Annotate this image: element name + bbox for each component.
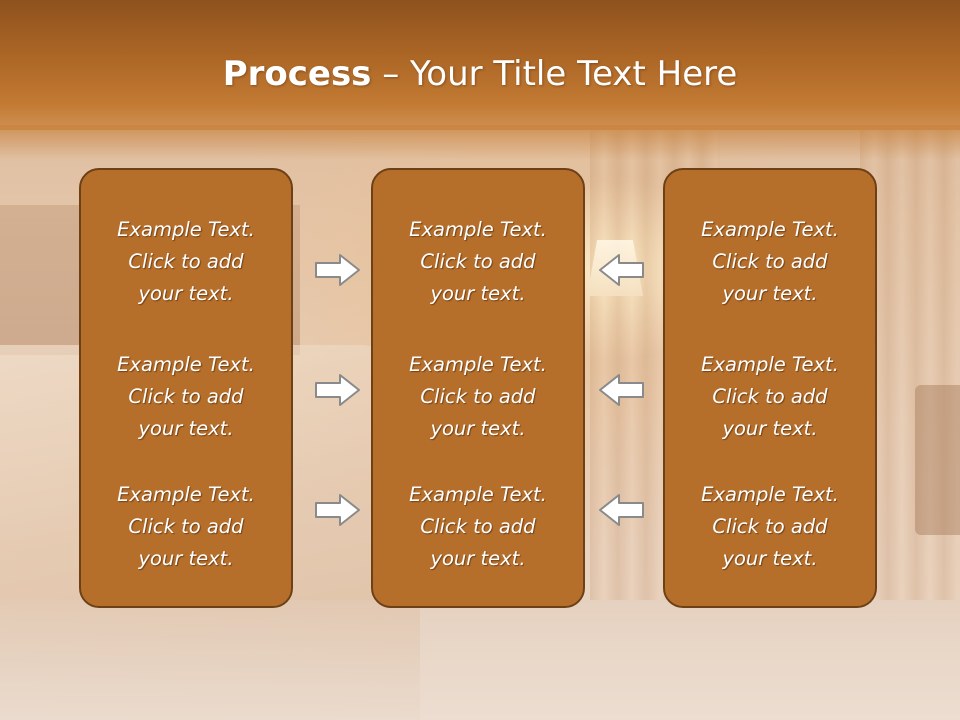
text-line: Click to add <box>420 385 536 408</box>
text-line: your text. <box>430 417 526 440</box>
text-line: Example Text. <box>701 218 839 241</box>
text-line: your text. <box>722 417 818 440</box>
text-line: your text. <box>138 547 234 570</box>
text-placeholder[interactable]: Example Text. Click to add your text. <box>81 349 291 445</box>
text-placeholder[interactable]: Example Text. Click to add your text. <box>665 349 875 445</box>
text-line: Example Text. <box>409 483 547 506</box>
text-line: Example Text. <box>117 353 255 376</box>
text-line: your text. <box>722 282 818 305</box>
text-line: your text. <box>138 282 234 305</box>
text-line: your text. <box>722 547 818 570</box>
slide-title[interactable]: Process – Your Title Text Here <box>0 52 960 96</box>
arrow-left-icon <box>597 252 645 288</box>
text-line: Click to add <box>712 385 828 408</box>
text-line: Example Text. <box>409 353 547 376</box>
chair-shape <box>915 385 960 535</box>
text-placeholder[interactable]: Example Text. Click to add your text. <box>81 479 291 575</box>
text-line: Click to add <box>128 385 244 408</box>
arrow-left-icon <box>597 492 645 528</box>
text-line: your text. <box>138 417 234 440</box>
process-box-center[interactable]: Example Text. Click to add your text. Ex… <box>371 168 585 608</box>
process-box-left[interactable]: Example Text. Click to add your text. Ex… <box>79 168 293 608</box>
text-line: Example Text. <box>409 218 547 241</box>
text-line: Example Text. <box>117 483 255 506</box>
arrow-right-icon <box>314 492 362 528</box>
arrow-left-icon <box>597 372 645 408</box>
text-line: Click to add <box>420 515 536 538</box>
text-line: Click to add <box>712 250 828 273</box>
arrow-right-icon <box>314 252 362 288</box>
title-bar-fade <box>0 125 960 160</box>
text-line: Click to add <box>128 250 244 273</box>
process-box-right[interactable]: Example Text. Click to add your text. Ex… <box>663 168 877 608</box>
text-placeholder[interactable]: Example Text. Click to add your text. <box>373 214 583 310</box>
text-line: your text. <box>430 547 526 570</box>
text-line: Example Text. <box>701 483 839 506</box>
text-placeholder[interactable]: Example Text. Click to add your text. <box>81 214 291 310</box>
text-placeholder[interactable]: Example Text. Click to add your text. <box>665 214 875 310</box>
title-bar <box>0 0 960 130</box>
text-line: Click to add <box>420 250 536 273</box>
text-line: your text. <box>430 282 526 305</box>
slide-title-rest: – Your Title Text Here <box>371 54 738 94</box>
text-placeholder[interactable]: Example Text. Click to add your text. <box>373 349 583 445</box>
floor-shape <box>0 600 960 720</box>
slide-title-bold: Process <box>222 54 372 94</box>
arrow-right-icon <box>314 372 362 408</box>
text-line: Example Text. <box>701 353 839 376</box>
text-placeholder[interactable]: Example Text. Click to add your text. <box>373 479 583 575</box>
text-line: Click to add <box>712 515 828 538</box>
text-placeholder[interactable]: Example Text. Click to add your text. <box>665 479 875 575</box>
text-line: Example Text. <box>117 218 255 241</box>
text-line: Click to add <box>128 515 244 538</box>
